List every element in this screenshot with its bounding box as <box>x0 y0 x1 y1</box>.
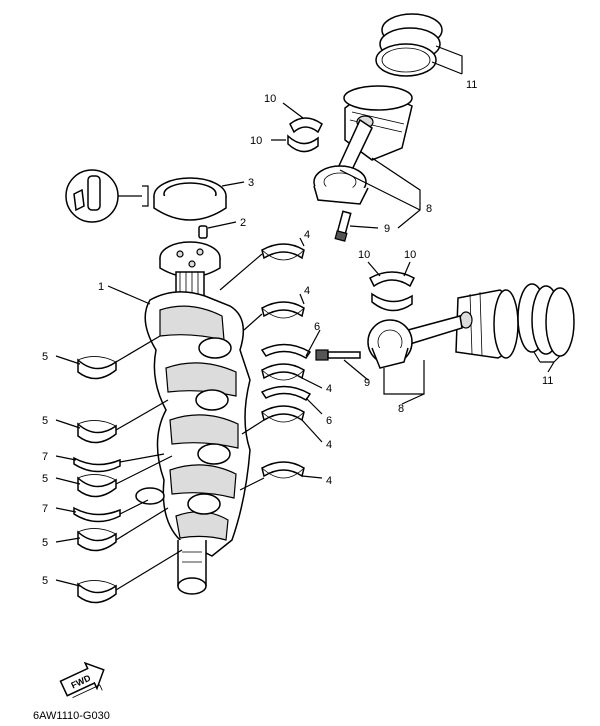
seal-detail-inset <box>65 169 149 223</box>
callout-11-lower: 11 <box>542 375 553 387</box>
callout-10-lower-b: 10 <box>404 249 416 261</box>
piston-rings-upper <box>375 13 443 77</box>
fwd-arrow: FWD <box>59 661 105 699</box>
main-bearing-5b <box>77 420 117 444</box>
callout-9-upper: 9 <box>384 223 390 235</box>
callout-5-d: 5 <box>42 537 48 549</box>
callout-10-lower-a: 10 <box>358 249 370 261</box>
callout-7-b: 7 <box>42 503 48 515</box>
oil-seal <box>153 177 227 221</box>
callout-8-lower: 8 <box>398 403 404 415</box>
thrust-washer-7b <box>73 506 121 523</box>
callout-4-c: 4 <box>326 383 332 395</box>
callout-11-upper: 11 <box>466 79 477 91</box>
crankshaft <box>135 241 251 595</box>
callout-6-b: 6 <box>326 415 332 427</box>
callout-4-b: 4 <box>304 285 310 297</box>
callout-4-d: 4 <box>326 439 332 451</box>
connecting-rod-upper <box>313 118 373 205</box>
callout-10-upper-a: 10 <box>264 93 276 105</box>
callout-5-b: 5 <box>42 415 48 427</box>
main-bearing-5e <box>77 580 117 604</box>
callout-2: 2 <box>240 217 246 229</box>
main-bearing-4e <box>261 461 305 479</box>
callout-4-a: 4 <box>304 229 310 241</box>
callout-5-e: 5 <box>42 575 48 587</box>
main-bearing-5c <box>77 474 117 498</box>
callout-3: 3 <box>248 177 254 189</box>
callout-4-e: 4 <box>326 475 332 487</box>
callout-8-upper: 8 <box>426 203 432 215</box>
diagram-code: 6AW1110-G030 <box>33 710 110 722</box>
thrust-washer-6b <box>260 385 312 402</box>
piston-rings-lower <box>517 283 575 357</box>
main-bearing-5a <box>77 356 117 380</box>
main-bearing-4c <box>261 363 305 381</box>
callout-10-upper-b: 10 <box>250 135 262 147</box>
thrust-washer-7a <box>73 456 121 473</box>
main-bearing-5d <box>77 528 117 552</box>
thrust-washer-6a <box>260 343 312 360</box>
callout-7-a: 7 <box>42 451 48 463</box>
main-bearing-4a <box>261 243 305 261</box>
callout-labels: 11 10 10 8 9 3 2 1 4 4 6 4 6 4 4 5 5 7 5… <box>42 79 553 587</box>
callout-9-lower: 9 <box>364 377 370 389</box>
main-bearing-4d <box>261 405 305 423</box>
rod-bearing-upper-pair <box>287 117 323 153</box>
leader-lines <box>55 45 561 591</box>
main-bearing-4b <box>261 301 305 319</box>
rod-bolt-upper <box>334 210 352 242</box>
callout-5-a: 5 <box>42 351 48 363</box>
dowel-pin <box>198 225 208 239</box>
rod-bolt-lower <box>315 349 361 361</box>
piston-lower <box>455 289 519 359</box>
connecting-rod-lower <box>367 315 463 369</box>
callout-1: 1 <box>98 281 104 293</box>
rod-bearing-lower-pair <box>369 271 415 312</box>
callout-5-c: 5 <box>42 473 48 485</box>
callout-6-a: 6 <box>314 321 320 333</box>
